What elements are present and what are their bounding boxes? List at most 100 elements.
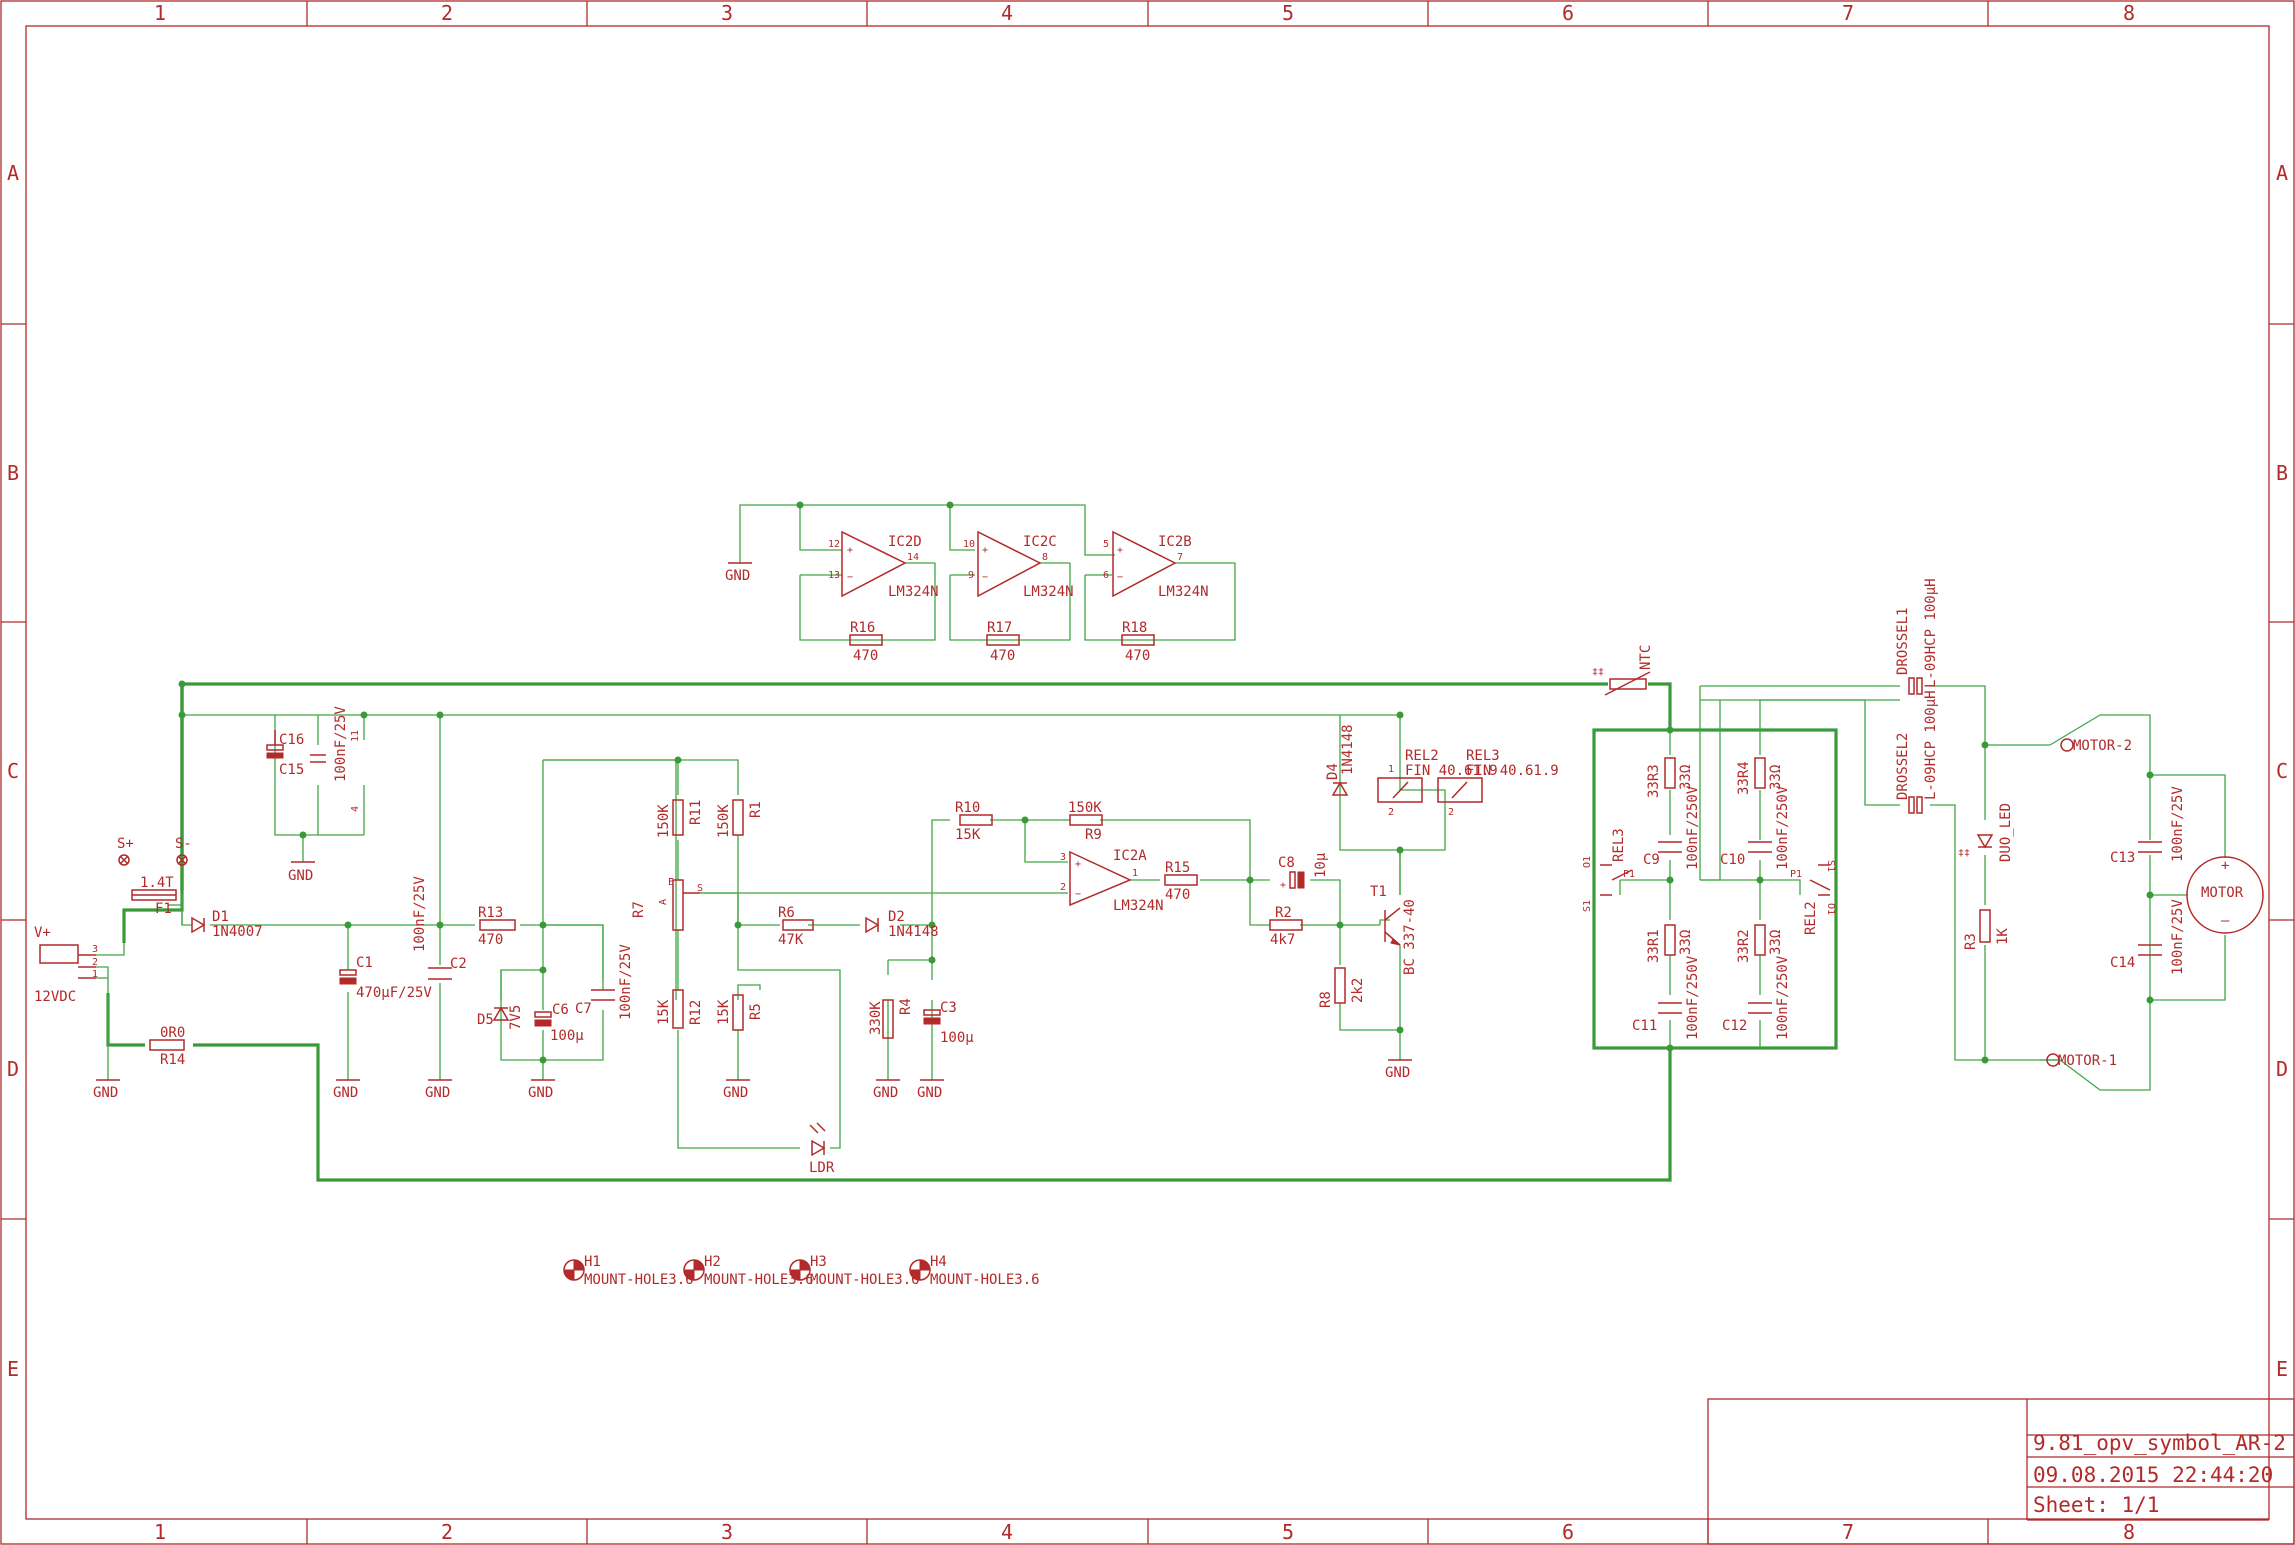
resistor-r13: R13 470 [478, 905, 516, 948]
c16-value: 100nF/25V [333, 706, 349, 782]
d2-value: 1N4148 [888, 924, 939, 940]
svg-text:+: + [982, 545, 988, 556]
svg-text:+: + [1280, 880, 1286, 891]
r5-value: 15K [716, 999, 732, 1025]
vplus-pin3: 3 [92, 944, 98, 955]
pin-11: 11 [350, 730, 361, 742]
resistor-r9: 150K R9 [1068, 800, 1103, 843]
row-label-right: A [2276, 161, 2288, 185]
chokes: DROSSEL1 L-09HCP 100µH DROSSEL2 L-09HCP … [1895, 578, 1939, 814]
capacitor-c1: C1 470µF/25V [339, 955, 432, 1001]
mount-hole-h4: H4 MOUNT-HOLE3.6 [909, 1254, 1040, 1288]
drossel1-value: L-09HCP 100µH [1923, 578, 1939, 688]
ic2d-pin14: 14 [907, 552, 919, 563]
rel3-sw-label: REL3 [1611, 828, 1627, 862]
r33-3-label: 33R3 [1646, 764, 1662, 798]
row-label-right: C [2276, 759, 2288, 783]
opamp-ic2b: + − 5 6 7 IC2B LM324N [1103, 530, 1209, 600]
svg-text:+: + [1117, 545, 1123, 556]
row-label-right: B [2276, 461, 2288, 485]
r7-pin-a: A [658, 899, 669, 905]
capacitor-c2: C2 100nF/25V [412, 876, 467, 980]
h1-label: H1 [584, 1254, 601, 1270]
c6-value: 100µ [550, 1028, 584, 1044]
gnd-label: GND [917, 1085, 942, 1101]
rel2-sw-s1: S1 [1825, 860, 1836, 872]
c10-value: 100nF/250V [1775, 785, 1791, 870]
capacitor-c14: C14 100nF/25V [2110, 899, 2186, 975]
r4-value: 330K [868, 1001, 884, 1035]
mount-hole-h3: H3 MOUNT-HOLE3.6 [789, 1254, 920, 1288]
c3-label: C3 [940, 1000, 957, 1016]
junction-dots [178, 501, 2154, 1064]
mount-hole-h2: H2 MOUNT-HOLE3.6 [683, 1254, 814, 1288]
col-label-bottom: 7 [1842, 1520, 1854, 1544]
rel2-label: REL2 [1405, 748, 1439, 764]
r6-value: 47K [778, 932, 804, 948]
capacitor-c6: C6 100µ [534, 1002, 584, 1044]
col-label-top: 1 [154, 1, 166, 25]
r33-4-label: 33R4 [1736, 761, 1752, 795]
resistor-r15: R15 470 [1164, 860, 1198, 903]
col-label-bottom: 1 [154, 1520, 166, 1544]
r10-label: R10 [955, 800, 980, 816]
resistor-r8: R8 2k2 [1318, 967, 1366, 1008]
r11-label: R11 [688, 800, 704, 825]
c2-label: C2 [450, 956, 467, 972]
rel2-sw-o1: O1 [1825, 903, 1836, 915]
rel2-pin2: 2 [1388, 807, 1394, 818]
rel3-value: FIN 40.61.9 [1466, 763, 1559, 779]
r7-label: R7 [631, 901, 647, 918]
r14-value: 0R0 [160, 1025, 185, 1041]
opamp-ic2d: + − 12 13 14 IC2D LM324N [828, 530, 939, 600]
gnd-label: GND [425, 1085, 450, 1101]
gnd-label: GND [1385, 1065, 1410, 1081]
c14-label: C14 [2110, 955, 2135, 971]
rel2-sw-label: REL2 [1803, 901, 1819, 935]
r33-2-label: 33R2 [1736, 929, 1752, 963]
r16-label: R16 [850, 620, 875, 636]
c16-label: C16 [279, 732, 304, 748]
r11-value: 150K [656, 804, 672, 838]
svg-text:−: − [982, 572, 988, 583]
col-label-top: 3 [721, 1, 733, 25]
r9-label: R9 [1085, 827, 1102, 843]
motor-minus: – [2221, 913, 2230, 929]
ic2b-value: LM324N [1158, 584, 1209, 600]
ldr-label: LDR [809, 1160, 835, 1176]
gnd-label: GND [333, 1085, 358, 1101]
r2-value: 4k7 [1270, 932, 1295, 948]
resistor-r12: 15K R12 [656, 989, 704, 1029]
motor-terminals: MOTOR-2 MOTOR-1 [2046, 738, 2132, 1069]
r16-value: 470 [853, 648, 878, 664]
potentiometer-r7: R7 A E S [631, 877, 703, 931]
d5-label: D5 [477, 1012, 494, 1028]
motor2-label: MOTOR-2 [2073, 738, 2132, 754]
capacitor-c7: C7 100nF/25V [575, 944, 634, 1020]
ic2b-pin7: 7 [1177, 552, 1183, 563]
r15-label: R15 [1165, 860, 1190, 876]
gnd-label: GND [528, 1085, 553, 1101]
row-label-left: D [7, 1057, 19, 1081]
r17-label: R17 [987, 620, 1012, 636]
ldr-sensor: LDR [809, 1122, 835, 1176]
drossel1-label: DROSSEL1 [1895, 608, 1911, 675]
drossel2-value: L-09HCP 100µH [1923, 690, 1939, 800]
r18-value: 470 [1125, 648, 1150, 664]
col-label-top: 7 [1842, 1, 1854, 25]
c3-value: 100µ [940, 1030, 974, 1046]
resistor-r1: 150K R1 [716, 799, 764, 838]
ic2d-pin12: 12 [828, 539, 840, 550]
r33-3-value: 33Ω [1678, 765, 1694, 790]
h4-label: H4 [930, 1254, 947, 1270]
svg-text:+: + [847, 545, 853, 556]
c1-label: C1 [356, 955, 373, 971]
col-label-bottom: 3 [721, 1520, 733, 1544]
c8-value: 10µ [1313, 852, 1329, 878]
r17-value: 470 [990, 648, 1015, 664]
vplus-pin2: 2 [92, 957, 98, 968]
r6-label: R6 [778, 905, 795, 921]
ic2c-pin9: 9 [968, 570, 974, 581]
c14-value: 100nF/25V [2170, 899, 2186, 975]
resistor-r10: R10 15K [955, 800, 993, 843]
